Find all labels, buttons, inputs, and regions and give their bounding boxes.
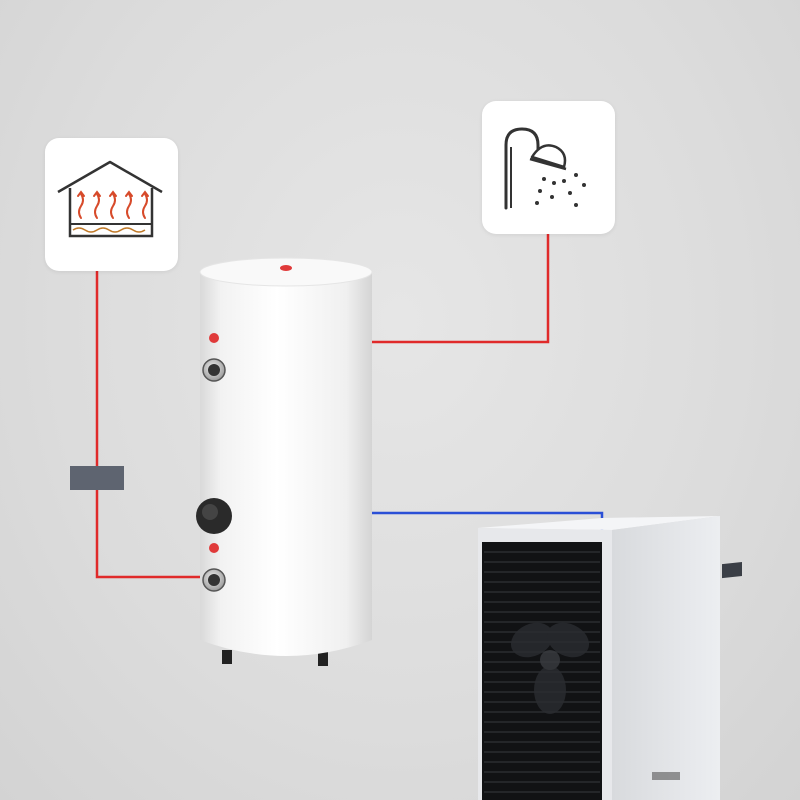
hot-pipe-valve-to-tank	[95, 488, 210, 579]
shower-card	[482, 101, 615, 234]
floor-heating-card	[45, 138, 178, 271]
mixing-valve	[70, 466, 124, 490]
hot-pipe-shower	[372, 234, 550, 344]
side-label	[722, 562, 742, 579]
shower-icon	[504, 127, 586, 210]
house-floor-heating-icon	[57, 160, 163, 238]
base-handle	[652, 772, 680, 780]
fan-blades	[510, 622, 590, 714]
heat-pump	[478, 516, 742, 800]
water-tank	[196, 257, 373, 666]
